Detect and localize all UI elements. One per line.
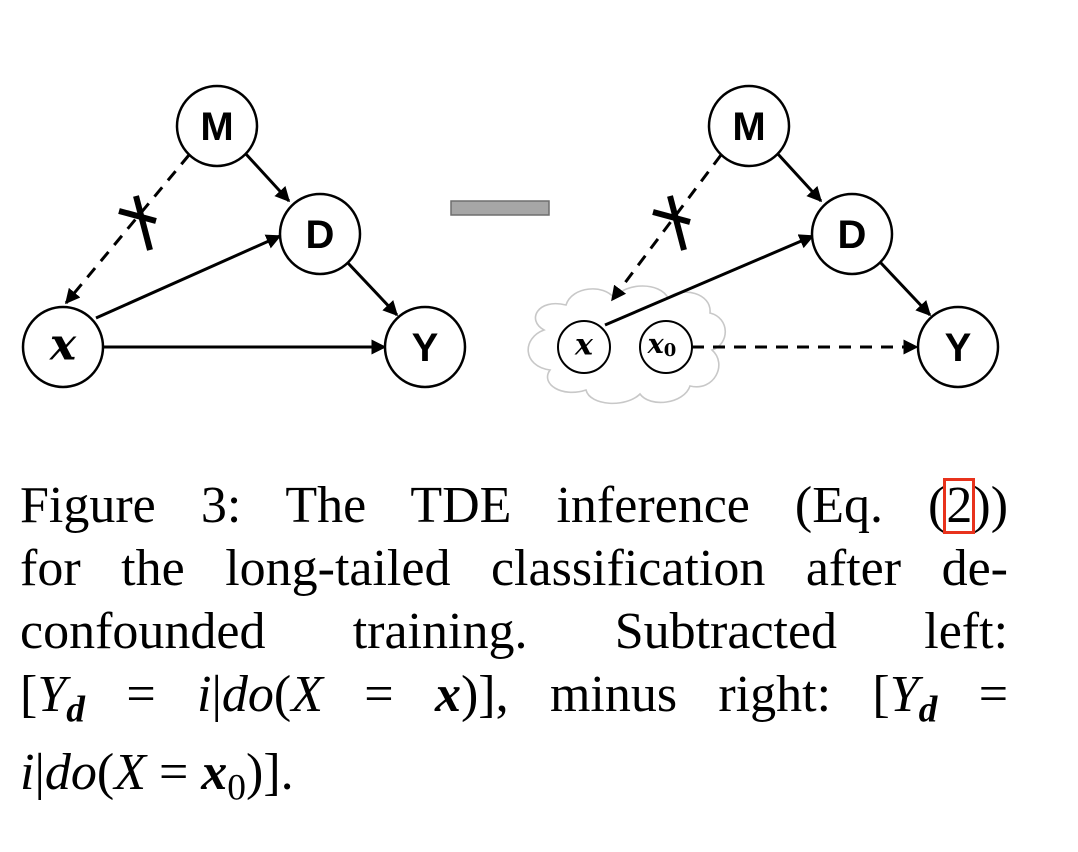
caption-line-3: confounded training. Subtracted left: [20, 600, 1008, 663]
edge-m-to-d [243, 151, 291, 203]
counterfactual-cloud [527, 285, 726, 405]
right-causal-graph: M D Y x x0 [527, 84, 1000, 405]
caption-text-3a: confounded training. [20, 603, 528, 660]
left-causal-graph: M D Y x [21, 84, 467, 389]
node-d: D [278, 192, 362, 276]
caption-text-1: The TDE inference (Eq. ( [285, 477, 946, 534]
svg-text:D: D [838, 213, 867, 257]
node-y-right: Y [916, 305, 1000, 389]
math-equals: = [978, 666, 1009, 723]
svg-text:x: x [574, 328, 594, 363]
edge-m-to-x-dashed [64, 154, 191, 305]
edge-d-to-y-right [878, 260, 932, 317]
edge-x-to-d [95, 234, 282, 320]
math-right-expression-start: [Yd [872, 666, 938, 731]
node-x: x [21, 305, 105, 389]
svg-text:x: x [49, 320, 77, 371]
svg-text:x0: x0 [647, 329, 677, 361]
minus-right-text: , minus right: [495, 666, 832, 723]
edge-d-to-y [345, 260, 399, 317]
svg-text:Y: Y [412, 326, 439, 370]
node-y: Y [383, 305, 467, 389]
math-left-expression: [Yd = i|do(X = x)] [20, 666, 496, 731]
caption-line-2: for the long-tailed classification after… [20, 540, 1008, 597]
caption-line-5: i|do(X = x0)]. [20, 741, 1008, 819]
equation-reference-link[interactable]: 2 [943, 477, 976, 534]
node-m-right: M [707, 84, 791, 168]
svg-text:Y: Y [945, 326, 972, 370]
svg-text:D: D [306, 213, 335, 257]
causal-graph-figure: M D Y x M D [21, 84, 1000, 405]
node-m: M [175, 84, 259, 168]
node-x0-small: x0 [639, 320, 693, 374]
cut-mark-icon-right [652, 195, 691, 251]
svg-text:M: M [732, 105, 765, 149]
edge-m-to-x-dashed-right [610, 154, 723, 302]
node-x-small: x [557, 320, 611, 374]
caption-line-1: Figure 3: The TDE inference (Eq. (2)) [20, 474, 1008, 537]
svg-text:M: M [200, 105, 233, 149]
caption-line-4: [Yd = i|do(X = x)], minus right: [Yd = [20, 663, 1008, 741]
edge-x-to-d-right [604, 234, 815, 327]
cut-mark-icon [118, 195, 157, 251]
figure-caption: Figure 3: The TDE inference (Eq. (2)) fo… [20, 474, 1008, 820]
node-d-right: D [810, 192, 894, 276]
caption-text-3b: Subtracted left: [614, 603, 1009, 660]
figure-label: Figure 3: [20, 477, 242, 534]
caption-close-paren: )) [973, 477, 1009, 534]
minus-operator [450, 200, 550, 216]
math-right-expression-end: i|do(X = x0)]. [20, 744, 294, 809]
edge-m-to-d-right [775, 151, 823, 203]
